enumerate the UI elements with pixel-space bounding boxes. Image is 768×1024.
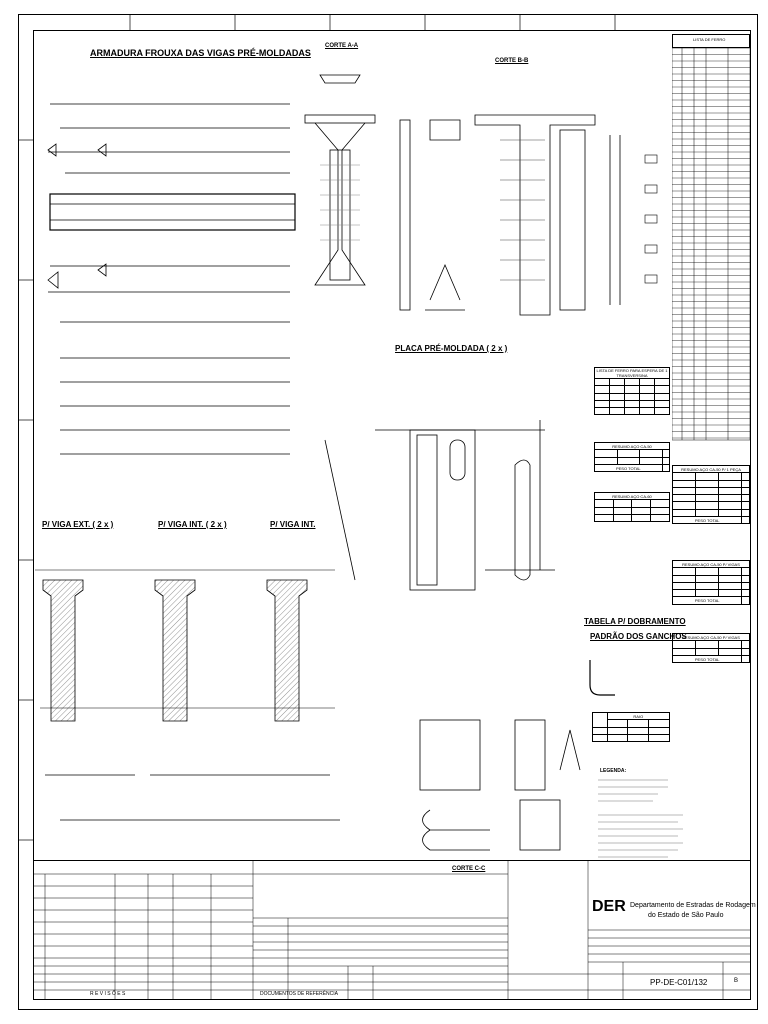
notes-block [512, 866, 572, 926]
lista-ferro-header: LISTA DE FERRO [672, 34, 750, 48]
corte-cc-drawing [419, 719, 581, 851]
gancho-detail [589, 660, 615, 696]
bar-details [45, 774, 340, 821]
title-block-grid [33, 860, 751, 1000]
viga-int2-title: P/ VIGA INT. [270, 520, 316, 529]
corte-cc-title: CORTE C-C [452, 866, 486, 872]
viga-sections-drawing [35, 569, 335, 722]
corte-bb-title: CORTE B-B [495, 58, 529, 64]
raio-table: RAIO [592, 711, 671, 743]
revisoes-label: R E V I S Õ E S [90, 991, 126, 997]
padrao-ganchos-title: PADRÃO DOS GANCHOS [590, 632, 687, 641]
resumo-ca60-table: RESUMO AÇO CA-60 [594, 491, 670, 523]
beam-reinforcement-drawing [47, 103, 296, 455]
corte-aa-title: CORTE A-A [325, 43, 359, 49]
lista-ferro-title: LISTA DE FERRO [693, 37, 726, 42]
org-name-line1: Departamento de Estradas de Rodagem [630, 902, 756, 909]
lista-ferro-placa-title: LISTA DE FERRO PARA ESPERA DE 1 TRANSVER… [594, 367, 670, 379]
lista-ferro-placa-table: LISTA DE FERRO PARA ESPERA DE 1 TRANSVER… [594, 367, 671, 416]
placa-drawing [324, 420, 555, 591]
drawing-number: PP-DE-C01/132 [650, 978, 708, 987]
raio-title: RAIO [606, 711, 671, 721]
viga-int1-title: P/ VIGA INT. ( 2 x ) [158, 520, 227, 529]
placa-title: PLACA PRÉ-MOLDADA ( 2 x ) [395, 344, 508, 353]
notes-lines [598, 779, 683, 858]
peso-total-1: PESO TOTAL [594, 463, 663, 473]
tabela-dobramento-title: TABELA P/ DOBRAMENTO [584, 617, 686, 626]
org-name-line2: do Estado de São Paulo [648, 912, 724, 919]
peso-total-2: PESO TOTAL [671, 516, 743, 525]
peso-total-3: PESO TOTAL [671, 596, 743, 605]
resumo-ca50-title: RESUMO AÇO CA-50 [594, 441, 670, 451]
resumo-ca50-table: RESUMO AÇO CA-50 PESO TOTAL [594, 441, 671, 473]
der-logo: DER [592, 898, 626, 915]
documentos-label: DOCUMENTOS DE REFERÊNCIA [260, 991, 338, 997]
resumo-peca-title: RESUMO AÇO CA-50 P/ 1 PEÇA [672, 464, 750, 474]
viga-ext-title: P/ VIGA EXT. ( 2 x ) [42, 520, 114, 529]
peso-total-4: PESO TOTAL [671, 654, 743, 664]
resumo-peca-table: RESUMO AÇO CA-50 P/ 1 PEÇA PESO TOTAL [671, 464, 750, 525]
resumo-vigas-table: RESUMO AÇO CA-50 P/ VIGAS PESO TOTAL [671, 559, 750, 605]
resumo-vigas-title: RESUMO AÇO CA-50 P/ VIGAS [672, 559, 750, 569]
resumo-vigas2-table: RESUMO AÇO CA-50 P/ VIGAS PESO TOTAL [671, 632, 750, 664]
lista-ferro-table [672, 48, 750, 441]
legenda-label: LEGENDA: [600, 768, 627, 774]
drawing-sheet [18, 14, 758, 1010]
resumo-ca60-title: RESUMO AÇO CA-60 [594, 491, 670, 501]
corte-aa-section [304, 74, 411, 311]
main-title: ARMADURA FROUXA DAS VIGAS PRÉ-MOLDADAS [90, 48, 311, 58]
corte-bb-section [425, 114, 658, 316]
sheet-revision: B [734, 978, 739, 984]
